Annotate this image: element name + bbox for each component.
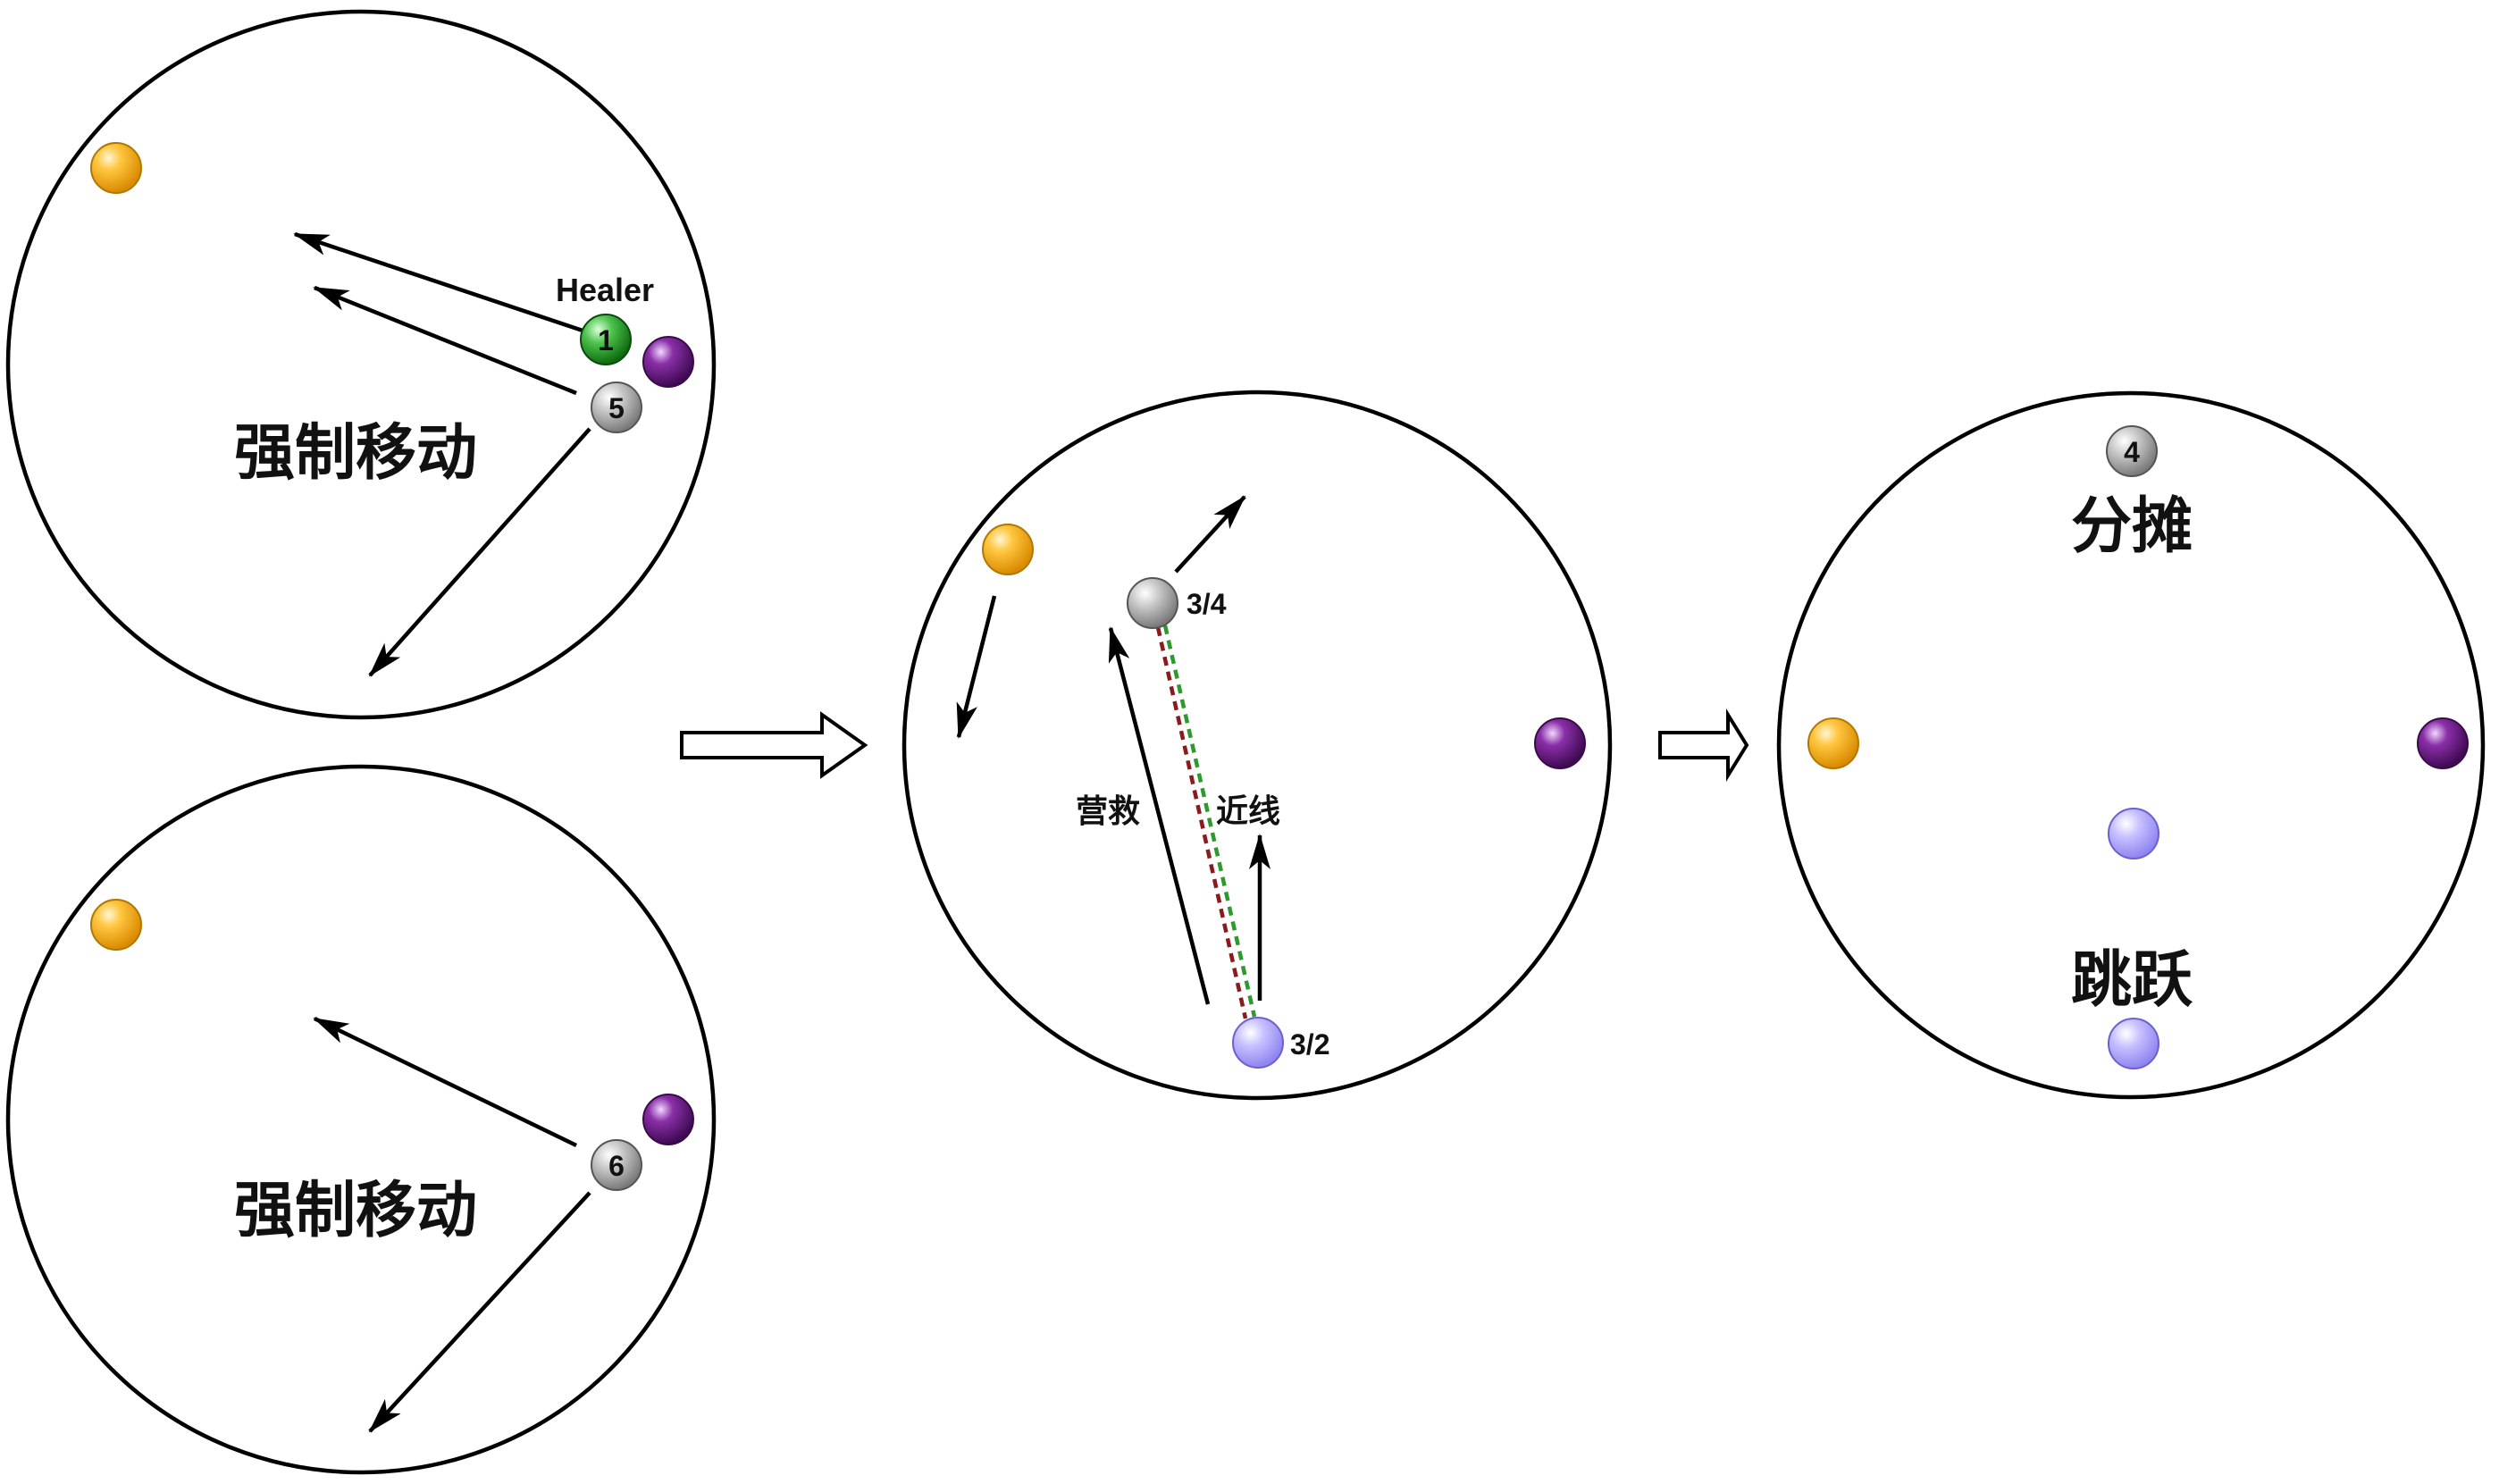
- knockback-arrow: [313, 285, 577, 396]
- knockback-arrow: [368, 427, 591, 677]
- knockback-arrow: [368, 1191, 591, 1433]
- purple-orb: [642, 336, 694, 388]
- move-arrow: [956, 595, 997, 739]
- marker-1-label: 1: [598, 324, 614, 356]
- knockback-arrow: [313, 1016, 577, 1148]
- purple-orb: [2417, 717, 2469, 769]
- marker-6-label: 6: [608, 1150, 625, 1182]
- marker-32-label: 3/2: [1290, 1028, 1329, 1061]
- panel-b: 6 强制移动: [5, 764, 717, 1475]
- marker-32-lavender: [1232, 1017, 1284, 1069]
- purple-orb: [642, 1094, 694, 1145]
- marker-1-green: [580, 314, 632, 365]
- gold-orb: [982, 524, 1034, 575]
- panel-d: 4 分摊 跳跃: [1776, 390, 2486, 1100]
- forced-move-label: 强制移动: [234, 418, 477, 489]
- gold-orb: [90, 899, 142, 951]
- move-arrow: [1174, 495, 1246, 574]
- hollow-right-arrow-icon: [1658, 708, 1749, 783]
- hollow-right-arrow-icon: [680, 711, 868, 779]
- healer-label: Healer: [556, 272, 654, 308]
- jump-label: 跳跃: [2071, 945, 2193, 1016]
- knockback-arrow: [293, 231, 583, 333]
- tether-line-green: [1162, 625, 1257, 1018]
- tether-label: 近线: [1216, 793, 1280, 830]
- rescue-label: 营救: [1076, 793, 1140, 830]
- panel-c: 3/4 3/2 营救 近线: [901, 390, 1613, 1101]
- stack-label: 分摊: [2071, 491, 2193, 562]
- purple-orb: [1534, 717, 1586, 769]
- arena-circle-c: [901, 390, 1613, 1101]
- marker-5-label: 5: [608, 392, 625, 424]
- marker-34-label: 3/4: [1187, 588, 1227, 620]
- lavender-orb: [2108, 1018, 2159, 1069]
- tether-line-red: [1155, 626, 1248, 1019]
- rescue-arrow: [1108, 626, 1211, 1005]
- marker-5-gray: [591, 381, 642, 433]
- gold-orb: [90, 142, 142, 194]
- marker-4-gray: [2106, 425, 2158, 477]
- arena-circle-a: [5, 9, 717, 720]
- forced-move-label: 强制移动: [234, 1176, 477, 1246]
- marker-6-gray: [591, 1139, 642, 1191]
- panel-a: Healer 1 5 强制移动: [5, 9, 717, 720]
- marker-4-label: 4: [2124, 436, 2140, 468]
- lavender-orb: [2108, 808, 2159, 859]
- arena-circle-b: [5, 764, 717, 1475]
- arena-circle-d: [1776, 390, 2486, 1100]
- gold-orb: [1807, 717, 1859, 769]
- marker-34-gray: [1127, 577, 1178, 629]
